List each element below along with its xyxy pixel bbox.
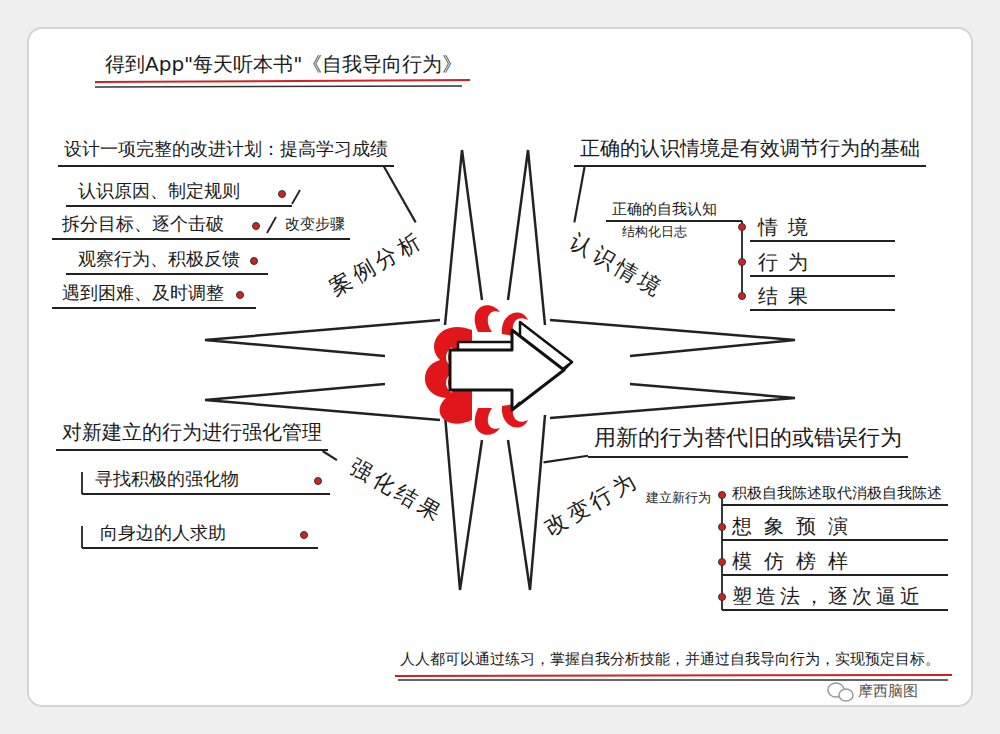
branch-text: 认识情境 (565, 228, 669, 304)
watermark-icon (839, 689, 853, 701)
item-text: 改变步骤 (285, 215, 345, 233)
branch-connector (574, 167, 584, 222)
tick-mark (267, 217, 276, 233)
road-edge (445, 150, 482, 325)
branch-label: 案例分析 (317, 222, 433, 307)
item-underline (82, 493, 330, 495)
bracket-line (81, 472, 83, 494)
bullet-dot (739, 293, 746, 300)
heading-text: 设计一项完整的改进计划：提高学习成绩 (64, 138, 388, 161)
item-text: 塑造法，逐次逼近 (732, 584, 924, 608)
item-text: 积极自我陈述取代消极自我陈述 (732, 484, 942, 502)
item-underline (66, 273, 268, 275)
item-underline (722, 609, 948, 611)
item-text: 结果 (758, 284, 818, 308)
bullet-dot (315, 478, 322, 485)
flame (475, 408, 500, 435)
road-edge (508, 415, 545, 590)
bracket-line (721, 495, 723, 610)
item-text: 想象预演 (732, 514, 860, 538)
item-text: 模仿榜样 (732, 549, 860, 573)
arrow-edge (512, 402, 520, 410)
item-underline (52, 238, 350, 240)
heading-text: 对新建立的行为进行强化管理 (62, 420, 322, 445)
road-edge (205, 320, 440, 356)
item-text: 行为 (758, 250, 818, 274)
topic-heading: 对新建立的行为进行强化管理 (56, 418, 328, 451)
bullet-dot (253, 223, 260, 230)
road-edge (550, 320, 795, 356)
item-underline (66, 205, 292, 207)
item-text: 寻找积极的强化物 (95, 468, 239, 490)
item-underline (750, 309, 895, 311)
bullet-dot (301, 532, 308, 539)
item-text: 建立新行为 (646, 490, 711, 506)
branch-text: 改变行为 (540, 466, 644, 542)
bullet-dot (719, 559, 726, 566)
item-text: 观察行为、积极反馈 (78, 248, 240, 270)
item-underline (52, 307, 256, 309)
item-text: 正确的自我认知 (612, 200, 717, 218)
bullet-dot (719, 492, 726, 499)
bullet-dot (719, 524, 726, 531)
topic-heading: 用新的行为替代旧的或错误行为 (588, 422, 908, 458)
item-underline (750, 240, 895, 242)
heading-text: 正确的认识情境是有效调节行为的基础 (580, 136, 920, 161)
item-text: 向身边的人求助 (100, 522, 226, 544)
arrow-edge (564, 362, 572, 370)
branch-label: 改变行为 (532, 462, 648, 547)
bullet-dot (739, 224, 746, 231)
item-text: 认识原因、制定规则 (78, 180, 240, 202)
item-text: 拆分目标、逐个击破 (62, 213, 224, 235)
summary-caption: 人人都可以通过练习，掌握自我分析技能，并通过自我导向行为，实现预定目标。 (400, 650, 940, 668)
flame (475, 305, 500, 332)
arrow (450, 330, 564, 410)
bracket-line (81, 526, 83, 548)
item-underline (750, 275, 895, 277)
branch-text: 强化结果 (345, 453, 449, 529)
title-underline (95, 86, 462, 87)
bullet-dot (719, 594, 726, 601)
watermark: 摩西脑图 (858, 682, 918, 700)
road-edge (445, 415, 482, 590)
road-edge (205, 384, 440, 420)
item-underline (722, 504, 948, 506)
item-text: 结构化日志 (622, 224, 687, 240)
caption-underline (395, 675, 952, 676)
item-text: 遇到困难、及时调整 (62, 282, 224, 304)
title-underline (95, 80, 470, 82)
card (28, 28, 972, 706)
title-text: 得到App"每天听本书"《自我导向行为》 (105, 52, 462, 76)
heading-text: 用新的行为替代旧的或错误行为 (594, 424, 902, 452)
branch-connector (384, 167, 416, 223)
caption-underline (398, 679, 948, 681)
bullet-dot (251, 258, 258, 265)
item-underline (722, 574, 948, 576)
topic-heading: 正确的认识情境是有效调节行为的基础 (574, 134, 926, 167)
bullet-dot (237, 292, 244, 299)
branch-label: 强化结果 (337, 447, 453, 532)
road-edge (508, 150, 545, 325)
item-underline (722, 539, 948, 541)
item-text: 情境 (758, 215, 818, 239)
topic-heading: 设计一项完整的改进计划：提高学习成绩 (58, 136, 394, 167)
road-edge (550, 384, 795, 418)
item-underline (606, 220, 742, 222)
branch-connector (544, 456, 588, 463)
tick-mark (292, 190, 300, 204)
branch-connector (323, 451, 337, 460)
item-underline (82, 547, 318, 549)
bullet-dot (279, 191, 286, 198)
branch-text: 案例分析 (325, 226, 429, 302)
bullet-dot (739, 259, 746, 266)
